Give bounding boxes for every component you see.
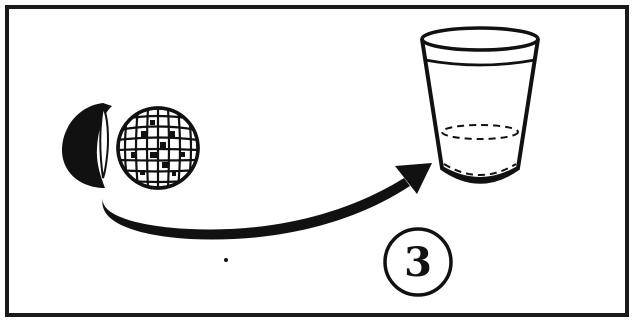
drinking-glass-icon: [422, 28, 538, 182]
speck: [224, 258, 228, 262]
step-number: 3: [404, 239, 432, 286]
halved-fruit-icon: [62, 103, 198, 188]
step-number-badge: 3: [385, 229, 451, 295]
